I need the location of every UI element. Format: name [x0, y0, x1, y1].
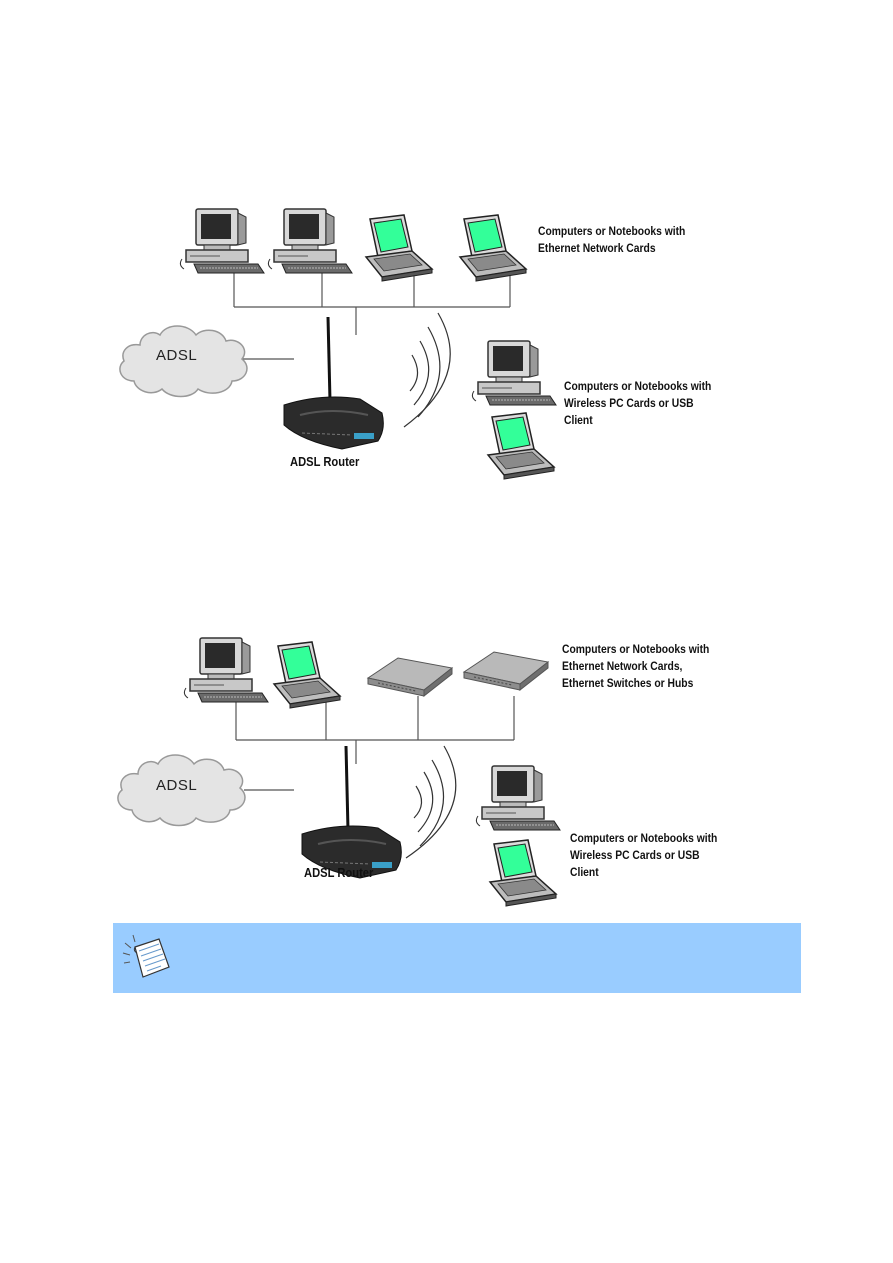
- wireless-devices-label: Computers or Notebooks with Wireless PC …: [564, 378, 711, 429]
- desktop-computer-icon: [179, 208, 265, 274]
- desktop-computer-icon: [471, 340, 557, 406]
- adsl-router-icon: [300, 744, 403, 880]
- ethernet-switch-icon: [367, 657, 453, 697]
- label-line: Client: [564, 413, 593, 427]
- laptop-icon: [365, 214, 433, 282]
- laptop-icon: [273, 641, 341, 709]
- label-line: Wireless PC Cards or USB: [564, 396, 694, 410]
- laptop-icon: [459, 214, 527, 282]
- laptop-icon: [487, 412, 555, 480]
- desktop-computer-icon: [475, 765, 561, 831]
- network-diagram-wired-pcs: ADSL ADSL Router Computers or Notebooks …: [0, 195, 893, 485]
- router-label: ADSL Router: [290, 454, 360, 469]
- adsl-router-icon: [282, 315, 385, 451]
- label-line: Computers or Notebooks with: [562, 642, 710, 656]
- router-label: ADSL Router: [304, 865, 374, 880]
- diagram-2-graphics: [117, 637, 561, 907]
- laptop-icon: [489, 839, 557, 907]
- label-line: Ethernet Network Cards,: [562, 659, 683, 673]
- ethernet-hub-icon: [463, 651, 549, 691]
- cloud-label: ADSL: [156, 347, 198, 364]
- wired-devices-label: Computers or Notebooks with Ethernet Net…: [562, 641, 709, 692]
- note-box: [113, 923, 801, 993]
- desktop-computer-icon: [183, 637, 269, 703]
- wireless-signal-icon: [405, 745, 457, 859]
- note-paper-icon: [122, 934, 170, 978]
- label-line: Ethernet Switches or Hubs: [562, 676, 694, 690]
- wired-devices-label: Computers or Notebooks with Ethernet Net…: [538, 223, 685, 257]
- label-line: Wireless PC Cards or USB: [570, 848, 700, 862]
- cloud-label: ADSL: [156, 777, 198, 794]
- label-line: Computers or Notebooks with: [570, 831, 718, 845]
- label-line: Computers or Notebooks with: [564, 379, 712, 393]
- label-line: Ethernet Network Cards: [538, 241, 656, 255]
- label-line: Client: [570, 865, 599, 879]
- wireless-devices-label: Computers or Notebooks with Wireless PC …: [570, 830, 717, 881]
- desktop-computer-icon: [267, 208, 353, 274]
- diagram-1-graphics: [119, 208, 557, 480]
- network-diagram-switches-hubs: ADSL ADSL Router Computers or Notebooks …: [0, 600, 893, 907]
- wireless-signal-icon: [403, 312, 451, 428]
- label-line: Computers or Notebooks with: [538, 224, 686, 238]
